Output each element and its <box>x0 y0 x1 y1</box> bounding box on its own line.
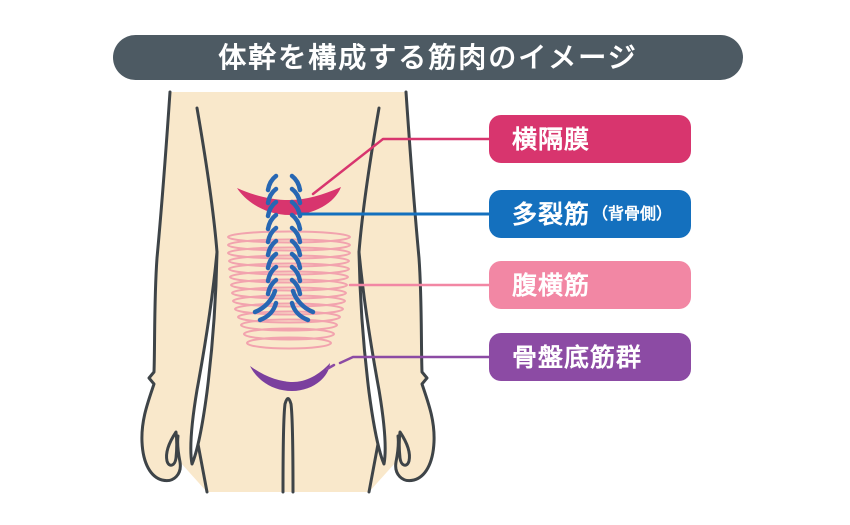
label-transverse-abdominis: 腹横筋 <box>489 261 691 309</box>
leg-split-line <box>281 397 295 494</box>
title-bar: 体幹を構成する筋肉のイメージ <box>113 35 743 80</box>
body-outline-strokes <box>140 90 436 494</box>
label-diaphragm: 横隔膜 <box>489 115 691 163</box>
label-multifidus: 多裂筋 （背骨側） <box>489 190 691 238</box>
label-pelvic-floor: 骨盤底筋群 <box>489 333 691 381</box>
left-hand-thumb-line <box>165 430 179 467</box>
label-multifidus-suffix: （背骨側） <box>592 204 673 223</box>
diaphragm-shape <box>237 187 341 215</box>
label-transverse-abdominis-text: 腹横筋 <box>512 270 591 300</box>
right-hand-thumb-line <box>397 430 411 467</box>
pelvic-floor-shape <box>250 363 330 391</box>
label-diaphragm-text: 横隔膜 <box>512 124 591 154</box>
label-multifidus-text: 多裂筋 <box>512 199 591 229</box>
multifidus-shape <box>252 176 316 323</box>
body-silhouette <box>141 92 435 492</box>
leader-line-pelvic <box>325 355 491 371</box>
label-pelvic-floor-text: 骨盤底筋群 <box>512 342 643 372</box>
page-title: 体幹を構成する筋肉のイメージ <box>218 40 638 74</box>
abdominis-coil <box>227 230 351 350</box>
leader-line-diaphragm <box>311 137 491 196</box>
